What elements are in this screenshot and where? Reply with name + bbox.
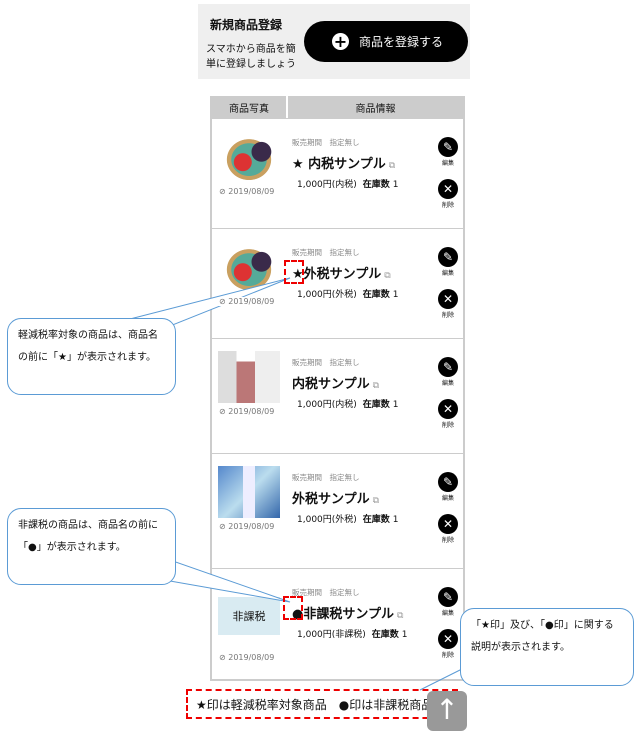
pencil-icon: ✎ <box>442 590 454 604</box>
pencil-icon: ✎ <box>442 475 454 489</box>
delete-label: 削除 <box>441 312 454 319</box>
delete-label: 削除 <box>441 537 454 544</box>
delete-label: 削除 <box>441 652 454 659</box>
close-icon: ✕ <box>442 182 454 196</box>
close-icon: ✕ <box>442 292 454 306</box>
mark-legend: ★印は軽減税率対象商品 ●印は非課税商品 <box>196 698 434 712</box>
register-product-button[interactable]: + 商品を登録する <box>304 21 468 62</box>
edit-label: 編集 <box>441 495 454 502</box>
pencil-icon: ✎ <box>442 360 454 374</box>
delete-button[interactable]: ✕ <box>438 399 458 419</box>
price-stock: 1,000円(内税)在庫数 1 <box>297 180 399 190</box>
price-stock: 1,000円(外税)在庫数 1 <box>297 290 399 300</box>
external-link-icon: ⧉ <box>384 271 391 281</box>
registered-date: ⊘ 2019/08/09 <box>218 297 276 306</box>
register-description: スマホから商品を簡単に登録しましょう <box>206 44 296 70</box>
pencil-icon: ✎ <box>442 250 454 264</box>
edit-label: 編集 <box>441 380 454 387</box>
delete-button[interactable]: ✕ <box>438 514 458 534</box>
registered-date: ⊘ 2019/08/09 <box>218 407 276 416</box>
plus-circle-icon: + <box>332 32 349 51</box>
pencil-icon: ✎ <box>442 140 454 154</box>
sale-period: 販売期間 指定無し <box>292 138 360 147</box>
callout-reduced-tax: 軽減税率対象の商品は、商品名の前に「★」が表示されます。 <box>7 318 176 395</box>
product-table: 商品写真 商品情報 ⊘ 2019/08/09 販売期間 指定無し ★ 内税サンプ… <box>210 96 465 681</box>
product-photo[interactable] <box>218 131 280 183</box>
product-photo[interactable]: 非課税 <box>218 597 280 635</box>
edit-button[interactable]: ✎ <box>438 357 458 377</box>
scroll-top-button[interactable]: ↑ <box>427 691 467 731</box>
registered-date: ⊘ 2019/08/09 <box>218 187 276 196</box>
edit-label: 編集 <box>441 270 454 277</box>
registered-date: ⊘ 2019/08/09 <box>218 653 276 662</box>
close-icon: ✕ <box>442 517 454 531</box>
product-photo[interactable] <box>218 351 280 403</box>
annotation-star-mark <box>284 260 304 284</box>
table-row: ⊘ 2019/08/09 販売期間 指定無し ★ 内税サンプル⧉ 1,000円(… <box>212 118 463 228</box>
edit-button[interactable]: ✎ <box>438 137 458 157</box>
price-stock: 1,000円(非課税)在庫数 1 <box>297 630 408 640</box>
delete-button[interactable]: ✕ <box>438 629 458 649</box>
table-row: 非課税 ⊘ 2019/08/09 販売期間 指定無し ●非課税サンプル⧉ 1,00… <box>212 568 463 678</box>
external-link-icon: ⧉ <box>396 611 404 621</box>
sale-period: 販売期間 指定無し <box>292 473 360 482</box>
delete-label: 削除 <box>441 202 454 209</box>
close-icon: ✕ <box>442 402 454 416</box>
delete-button[interactable]: ✕ <box>438 289 458 309</box>
table-row: ⊘ 2019/08/09 販売期間 指定無し 内税サンプル⧉ 1,000円(内税… <box>212 338 463 453</box>
product-name-link[interactable]: ★ 内税サンプル⧉ <box>292 157 396 172</box>
product-name-link[interactable]: 外税サンプル⧉ <box>292 492 380 507</box>
sale-period: 販売期間 指定無し <box>292 358 360 367</box>
edit-label: 編集 <box>441 160 454 167</box>
edit-button[interactable]: ✎ <box>438 472 458 492</box>
product-name-link[interactable]: ★外税サンプル⧉ <box>292 267 391 282</box>
sale-period: 販売期間 指定無し <box>292 248 360 257</box>
edit-button[interactable]: ✎ <box>438 247 458 267</box>
external-link-icon: ⧉ <box>388 161 396 171</box>
product-name-link[interactable]: ●非課税サンプル⧉ <box>292 607 404 622</box>
header-photo: 商品写真 <box>212 96 288 118</box>
register-button-label: 商品を登録する <box>359 35 444 49</box>
price-stock: 1,000円(内税)在庫数 1 <box>297 400 399 410</box>
edit-label: 編集 <box>441 610 454 617</box>
edit-button[interactable]: ✎ <box>438 587 458 607</box>
delete-label: 削除 <box>441 422 454 429</box>
table-row: ⊘ 2019/08/09 販売期間 指定無し 外税サンプル⧉ 1,000円(外税… <box>212 453 463 568</box>
callout-tax-free: 非課税の商品は、商品名の前に「●」が表示されます。 <box>7 508 176 585</box>
table-header: 商品写真 商品情報 <box>212 96 463 118</box>
product-name-link[interactable]: 内税サンプル⧉ <box>292 377 380 392</box>
delete-button[interactable]: ✕ <box>438 179 458 199</box>
register-panel: 新規商品登録 スマホから商品を簡単に登録しましょう + 商品を登録する <box>198 4 470 79</box>
register-title: 新規商品登録 <box>210 18 283 32</box>
callout-legend: 「★印」及び、「●印」に関する説明が表示されます。 <box>460 608 634 686</box>
external-link-icon: ⧉ <box>372 496 380 506</box>
header-info: 商品情報 <box>355 103 396 115</box>
external-link-icon: ⧉ <box>372 381 380 391</box>
registered-date: ⊘ 2019/08/09 <box>218 522 276 531</box>
product-photo[interactable] <box>218 466 280 518</box>
sale-period: 販売期間 指定無し <box>292 588 360 597</box>
annotation-dot-mark <box>283 596 303 620</box>
price-stock: 1,000円(外税)在庫数 1 <box>297 515 399 525</box>
close-icon: ✕ <box>442 632 454 646</box>
